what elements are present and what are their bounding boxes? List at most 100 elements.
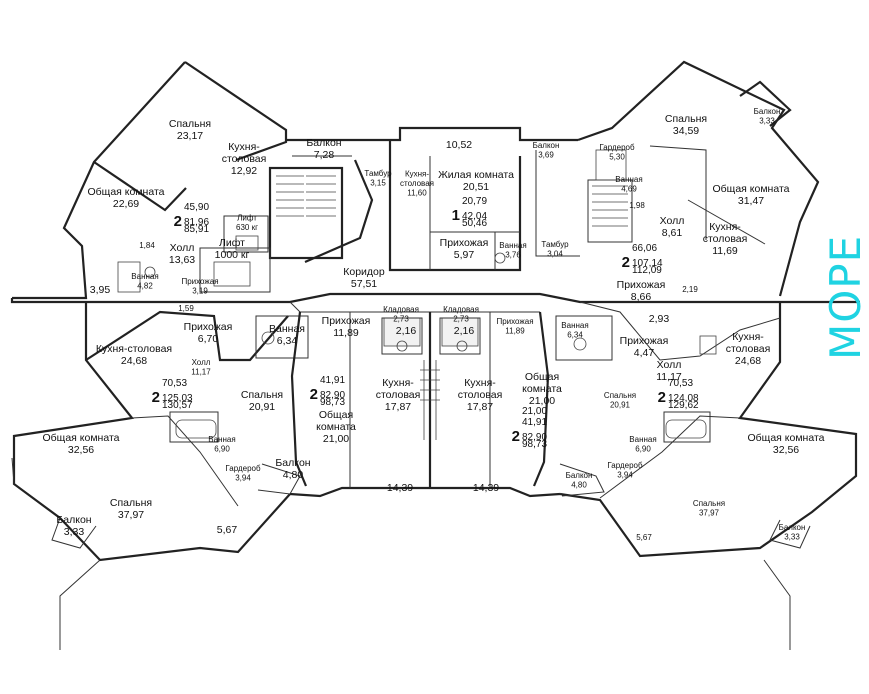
room-area: 20,91: [610, 401, 631, 410]
room-area: 17,87: [467, 401, 493, 413]
room-area: 6,90: [214, 445, 230, 454]
room-area: 11,69: [712, 245, 738, 257]
toilet-icon: [261, 331, 275, 345]
room-area: 2,16: [454, 325, 475, 337]
room-area: 6,34: [567, 331, 583, 340]
room-label: 2,19: [682, 285, 698, 294]
room-label: 5,67: [636, 533, 652, 542]
room-area: 3,19: [192, 287, 208, 296]
room-name: Гардероб: [599, 143, 635, 152]
room-name: Балкон: [306, 137, 341, 149]
room-name: Холл: [657, 359, 682, 371]
toilet-icon: [494, 252, 506, 264]
apartment-area: 130,57: [162, 400, 193, 411]
room-name: Тамбур: [364, 169, 392, 178]
apartment-area: 41,91: [522, 417, 547, 428]
room-name: Спальня: [169, 118, 211, 130]
room-area: 3,33: [759, 117, 775, 126]
room-area: 6,70: [198, 333, 219, 345]
room-name: 630 кг: [236, 223, 258, 232]
room-name: Жилая комната: [438, 169, 514, 181]
room-name: Спальня: [241, 389, 283, 401]
room-area: 37,97: [699, 509, 720, 518]
room-name: Прихожая: [440, 237, 489, 249]
apartment-area: 70,53: [668, 378, 693, 389]
room-area: 13,63: [169, 254, 195, 266]
room-area: 3,33: [64, 526, 85, 538]
room-name: Кладовая: [383, 305, 419, 314]
room-area: 5,67: [217, 524, 238, 536]
room-name: Балкон: [275, 457, 310, 469]
room-area: 11,17: [191, 368, 211, 377]
apartment-area: 82,90: [522, 432, 547, 443]
room-area: 5,30: [609, 153, 625, 162]
apartment-room-count: 2: [658, 389, 666, 406]
room-name: Прихожая: [184, 321, 233, 333]
room-area: 1,59: [178, 304, 194, 313]
toilet-icon: [456, 340, 468, 352]
room-area: 4,69: [621, 185, 637, 194]
room-name: Холл: [170, 242, 195, 254]
elevator-icon: [235, 235, 259, 251]
room-name: Балкон: [566, 471, 593, 480]
toilet-icon: [144, 266, 156, 278]
room-area: 3,33: [784, 533, 800, 542]
room-name: Лифт: [219, 237, 245, 249]
room-name: Кухня-: [709, 221, 741, 233]
room-area: 4,47: [634, 347, 655, 359]
sink-icon: [699, 335, 717, 355]
room-name: столовая: [222, 153, 267, 165]
room-name: столовая: [458, 389, 503, 401]
room-name: Ванная: [499, 241, 526, 250]
room-label: 14,39: [387, 482, 413, 494]
room-name: Общая комната: [88, 186, 165, 198]
room-area: 11,60: [407, 189, 427, 198]
room-area: 10,52: [446, 139, 472, 151]
room-area: 14,39: [473, 482, 499, 494]
bathtub-icon: [595, 149, 627, 181]
room-name: Балкон: [56, 514, 91, 526]
room-name: столовая: [376, 389, 421, 401]
room-area: 2,73: [393, 315, 409, 324]
apartment-area: 98,73: [522, 439, 547, 450]
apartment-area: 107,14: [632, 258, 663, 269]
apartment-area: 70,53: [162, 378, 187, 389]
room-area: 7,28: [314, 149, 335, 161]
apartment-area: 66,06: [632, 243, 657, 254]
room-area: 23,17: [177, 130, 203, 142]
room-area: 2,19: [682, 285, 698, 294]
room-name: столовая: [703, 233, 748, 245]
room-name: Спальня: [604, 391, 636, 400]
room-area: 3,95: [90, 284, 111, 296]
room-label: 1,84: [139, 241, 155, 250]
apartment-area: 20,79: [462, 196, 487, 207]
room-area: 20,91: [249, 401, 275, 413]
